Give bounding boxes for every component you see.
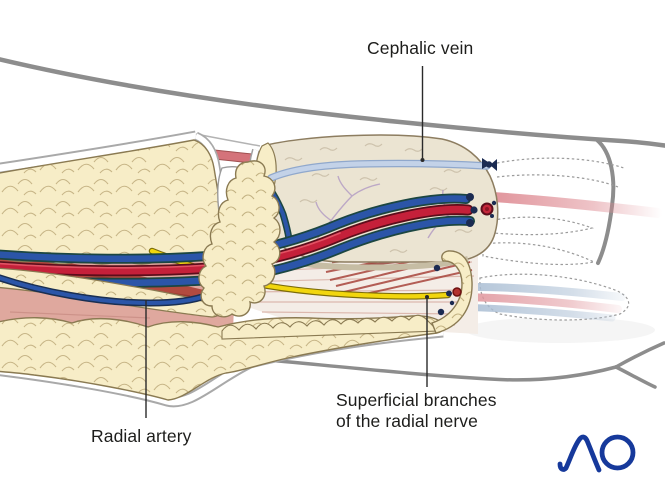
skin-edge-curl	[431, 250, 473, 334]
ao-logo	[557, 434, 636, 473]
label-superficial-branches-line1: Superficial branches	[336, 390, 497, 410]
flap-texture	[284, 143, 473, 253]
label-cephalic-vein: Cephalic vein	[367, 38, 474, 58]
vein-weaving	[0, 274, 212, 307]
cephalic-vein-vessel	[267, 159, 491, 182]
artery-ligatures	[466, 193, 497, 227]
skin-flap-distal	[0, 314, 445, 408]
leader-lines	[145, 66, 429, 418]
cephalic-vein-ligature	[482, 158, 497, 171]
hand-shadow	[465, 317, 655, 343]
label-radial-artery: Radial artery	[91, 426, 192, 446]
nerve-ligature	[446, 287, 462, 306]
ao-logo-letter-o	[599, 434, 636, 471]
forearm-outline	[0, 57, 665, 389]
label-superficial-branches-line2: of the radial nerve	[336, 411, 478, 431]
label-superficial-branches: Superficial branches of the radial nerve	[336, 390, 497, 432]
ao-logo-letter-a	[557, 434, 602, 473]
skin-flap-proximal	[0, 130, 231, 265]
